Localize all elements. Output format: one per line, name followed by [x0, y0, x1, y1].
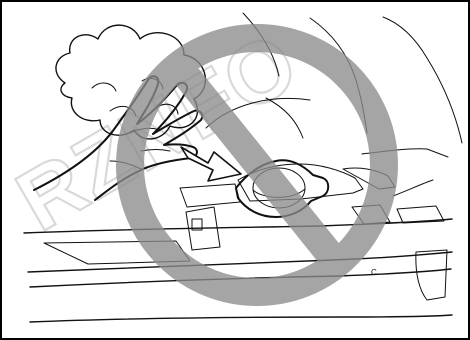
small-c-label: C [371, 268, 377, 277]
